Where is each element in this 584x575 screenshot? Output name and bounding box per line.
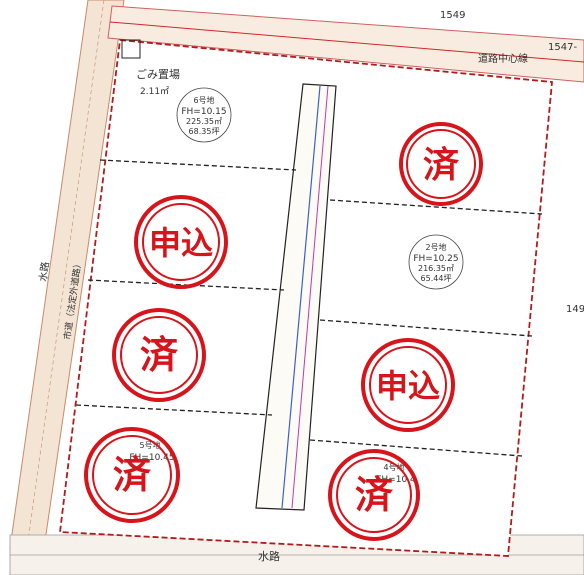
svg-text:65.44坪: 65.44坪 bbox=[421, 274, 452, 283]
svg-text:FH=10.4: FH=10.4 bbox=[376, 475, 416, 485]
stamp-sold-lot-4: 済 bbox=[328, 449, 420, 541]
svg-text:済: 済 bbox=[140, 333, 179, 377]
svg-text:2号地: 2号地 bbox=[425, 242, 446, 252]
left-water-label: 水路 bbox=[36, 261, 52, 283]
stamp-applied-lot-3: 申込 bbox=[361, 338, 455, 432]
road-center-line bbox=[109, 21, 584, 63]
bottom-water-label: 水路 bbox=[258, 550, 280, 563]
lot-info-5: 5号地 FH=10.45 bbox=[129, 440, 174, 463]
svg-text:申込: 申込 bbox=[376, 367, 440, 405]
stamp-sold-lot-5: 済 bbox=[84, 427, 180, 523]
sewer-pipe bbox=[291, 85, 329, 509]
svg-text:4号地: 4号地 bbox=[383, 462, 404, 472]
lot-info-6: 6号地 FH=10.15 225.35㎡ 68.35坪 bbox=[176, 87, 232, 143]
lot-info-4: 4号地 FH=10.4 bbox=[376, 462, 416, 485]
svg-text:FH=10.45: FH=10.45 bbox=[129, 453, 174, 463]
top-road bbox=[107, 5, 584, 83]
road-center-label: 道路中心線 bbox=[478, 52, 528, 65]
parcel-ref-east: 149 bbox=[566, 304, 584, 315]
parcel-ref-north: 1549 bbox=[440, 10, 465, 21]
svg-text:68.35坪: 68.35坪 bbox=[189, 127, 220, 136]
water-pipe bbox=[281, 85, 321, 509]
lot-lines-right bbox=[309, 199, 543, 457]
parcel-ref-northeast: 1547- bbox=[548, 42, 577, 53]
svg-text:216.35㎡: 216.35㎡ bbox=[418, 264, 454, 273]
svg-text:6号地: 6号地 bbox=[193, 95, 214, 105]
left-road-centerline bbox=[26, 0, 105, 549]
lot-info-2: 2号地 FH=10.25 216.35㎡ 65.44坪 bbox=[408, 234, 464, 290]
svg-text:申込: 申込 bbox=[149, 224, 213, 262]
svg-text:5号地: 5号地 bbox=[139, 440, 160, 450]
svg-text:225.35㎡: 225.35㎡ bbox=[186, 117, 222, 126]
svg-text:済: 済 bbox=[423, 145, 459, 186]
svg-text:済: 済 bbox=[355, 473, 394, 517]
svg-text:FH=10.25: FH=10.25 bbox=[413, 254, 458, 264]
stamp-applied-lot-7: 申込 bbox=[134, 195, 228, 289]
svg-text:済: 済 bbox=[113, 453, 152, 497]
stamp-sold-lot-8: 済 bbox=[112, 308, 206, 402]
garbage-area: 2.11㎡ bbox=[140, 86, 169, 97]
stamp-sold-lot-1: 済 bbox=[399, 122, 483, 206]
garbage-area-box bbox=[121, 39, 141, 59]
access-road bbox=[255, 83, 337, 511]
svg-text:FH=10.15: FH=10.15 bbox=[181, 107, 226, 117]
garbage-label: ごみ置場 bbox=[136, 67, 180, 81]
